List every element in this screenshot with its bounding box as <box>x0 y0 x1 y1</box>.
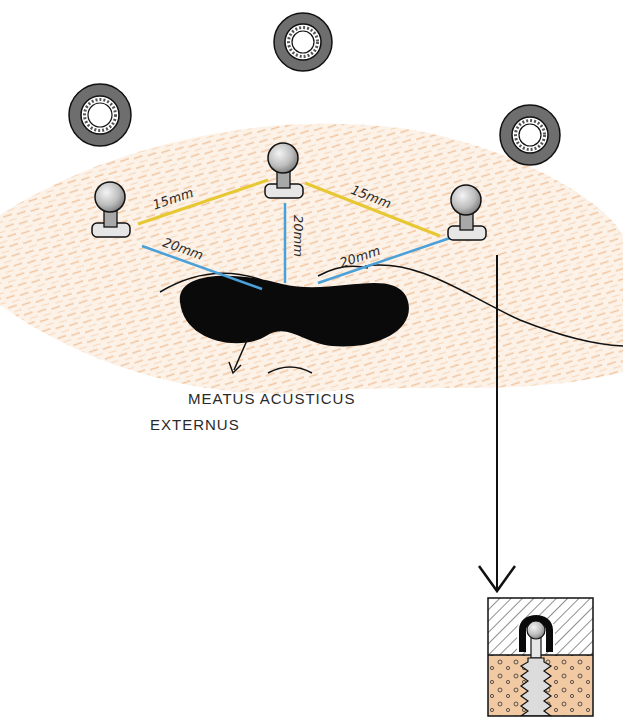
retention-ring <box>274 13 332 71</box>
ball-abutment <box>448 185 486 240</box>
dimension-label: 15mm <box>349 182 394 212</box>
dimension-line <box>138 180 268 224</box>
leader-arrowhead <box>229 362 241 373</box>
dimension-label: 20mm <box>290 215 306 257</box>
dimension-label: 20mm <box>161 235 206 264</box>
ball-abutment <box>265 143 303 198</box>
dimension-label: 15mm <box>151 185 196 213</box>
implant-cross-section <box>488 598 593 716</box>
dimension-line <box>284 203 287 283</box>
pointer-arrow <box>496 255 498 590</box>
inset-frame <box>488 598 593 716</box>
ball-abutment <box>92 182 130 237</box>
dimension-label: 20mm <box>338 243 383 271</box>
ear-contour <box>268 367 312 373</box>
meatus-opening <box>180 276 409 347</box>
dimension-line <box>318 238 450 283</box>
anatomy-label: MEATUS ACUSTICUS EXTERNUS <box>150 386 365 437</box>
dimension-line <box>305 183 440 236</box>
pointer-arrowhead <box>479 566 515 591</box>
retention-ring <box>69 84 131 146</box>
retention-ring <box>500 105 560 165</box>
